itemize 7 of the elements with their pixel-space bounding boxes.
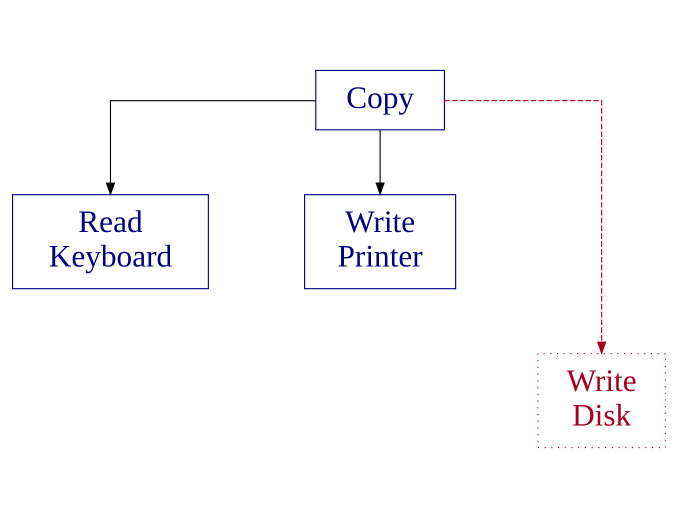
arrow — [106, 100, 316, 196]
node-box: Copy — [315, 70, 445, 130]
node-box: Read Keyboard — [12, 194, 209, 290]
arrow — [375, 130, 385, 196]
arrow — [444, 100, 606, 356]
node-box: Write Printer — [304, 194, 456, 290]
node-box: Write Disk — [537, 352, 666, 448]
